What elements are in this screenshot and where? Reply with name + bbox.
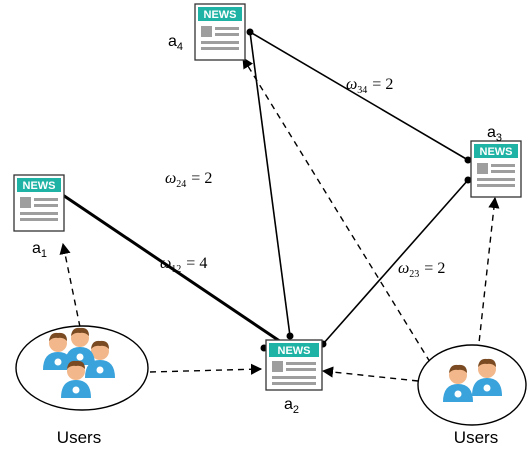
user-group-label-left: Users [57, 428, 101, 447]
news-icon-header [269, 343, 319, 357]
weight-label-23: ω23= 2 [398, 260, 445, 280]
edge-a1-a2 [44, 181, 291, 350]
edge-a3-a4 [249, 31, 469, 161]
user-group-label-right: Users [454, 428, 498, 447]
user-group-right [417, 344, 527, 426]
arrow-users-left-to-a2 [149, 363, 263, 375]
article-a4: NEWS [194, 3, 246, 61]
arrow-users-right-to-a4 [242, 57, 431, 363]
user-interactions [59, 57, 500, 382]
user-avatar-icon [472, 358, 502, 396]
weight-label-12: ω12= 4 [160, 255, 207, 275]
news-icon-header [474, 144, 518, 158]
article-label-a1: a1 [32, 240, 47, 260]
user-avatar-icon [443, 364, 473, 402]
weight-label-34: ω34= 2 [346, 76, 393, 96]
edge-a2-a4 [249, 31, 291, 337]
user-avatar-icon [65, 327, 95, 365]
news-badge: NEWS [204, 9, 237, 21]
article-a1: NEWS [13, 174, 65, 232]
weight-label-24: ω24= 2 [165, 170, 212, 190]
article-label-a3: a3 [487, 124, 502, 144]
article-label-a2: a2 [284, 396, 299, 416]
news-icon-header [17, 178, 61, 192]
article-label-a4: a4 [168, 33, 183, 53]
news-badge: NEWS [480, 146, 513, 158]
user-avatar-icon [43, 332, 73, 370]
article-a2: NEWS [265, 339, 323, 391]
news-badge: NEWS [278, 345, 311, 357]
news-icon-header [198, 7, 242, 21]
news-badge: NEWS [23, 180, 56, 192]
article-a3: NEWS [470, 140, 522, 198]
user-avatar-icon [61, 360, 91, 398]
user-group-ellipse [417, 344, 527, 426]
arrow-users-right-to-a2 [321, 366, 419, 382]
arrow-users-right-to-a3 [477, 196, 500, 353]
edge-a2-a3 [322, 179, 469, 345]
user-group-left [15, 325, 149, 411]
arrow-users-left-to-a1 [59, 242, 81, 328]
